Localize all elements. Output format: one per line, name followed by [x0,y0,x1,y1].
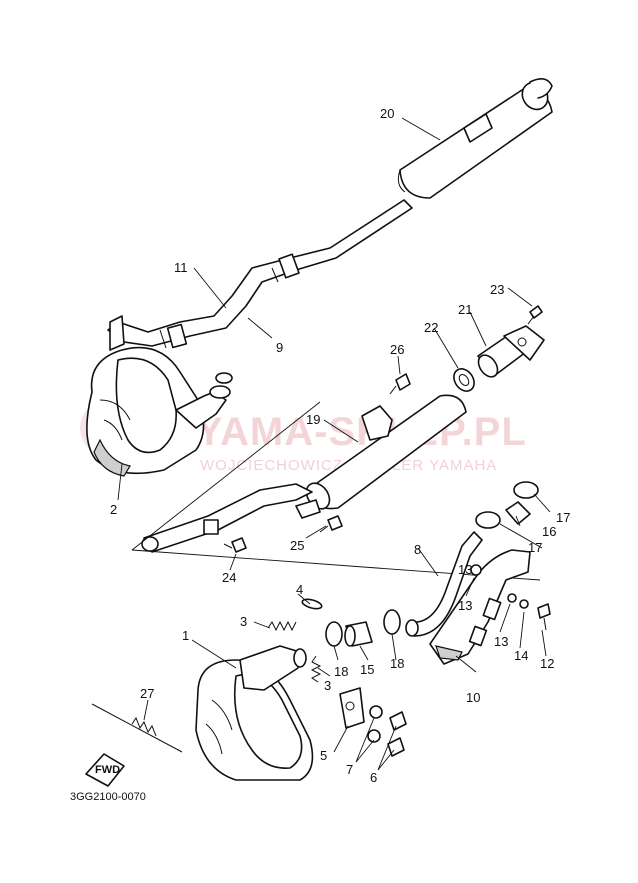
callout-23: 23 [490,282,504,297]
callout-14: 14 [514,648,528,663]
callout-27: 27 [140,686,154,701]
leader-lines [117,117,551,771]
washers-7 [367,705,383,743]
spring-27 [91,703,183,753]
pipe-21 [477,325,545,378]
springs-3 [267,620,322,683]
washers-13-14 [470,564,529,609]
callout-18a: 18 [334,664,348,679]
clamp-18-left [325,621,343,647]
joint-15 [344,621,373,647]
callout-2: 2 [110,502,117,517]
callout-1: 1 [182,628,189,643]
callout-3a: 3 [240,614,247,629]
callout-13c: 13 [494,634,508,649]
callout-18b: 18 [390,656,404,671]
callout-21: 21 [458,302,472,317]
callout-15: 15 [360,662,374,677]
exhaust-chamber-2 [86,346,233,477]
bolt-24 [223,537,247,553]
callout-13b: 13 [458,598,472,613]
fwd-label: FWD [95,764,120,776]
callout-9: 9 [276,340,283,355]
callout-6: 6 [370,770,377,785]
watermark-main: YAMA-SKLEP.PL [196,410,527,454]
bolt-23 [527,305,543,325]
exhaust-pipe-11 [107,199,413,351]
gasket-22 [453,368,475,392]
pipe-8 [405,531,483,637]
callout-20: 20 [380,106,394,121]
callout-22: 22 [424,320,438,335]
callout-24: 24 [222,570,236,585]
callout-8: 8 [414,542,421,557]
exhaust-chamber-1 [195,645,314,781]
clamps-17 [475,481,539,529]
callout-13a: 13 [458,562,472,577]
silencer-19 [141,394,467,553]
silencer-20 [397,78,553,199]
callout-4: 4 [296,582,303,597]
callout-16: 16 [542,524,556,539]
callout-5: 5 [320,748,327,763]
callout-25: 25 [290,538,304,553]
bolt-12 [537,603,551,631]
bolts-6 [387,711,407,757]
callout-12: 12 [540,656,554,671]
clamp-18-right [383,609,401,635]
callout-17b: 17 [528,540,542,555]
callout-26: 26 [390,342,404,357]
callouts: 20 11 9 2 19 23 21 22 26 25 24 17 16 17 … [110,106,570,785]
callout-10: 10 [466,690,480,705]
callout-3b: 3 [324,678,331,693]
bracket-5 [339,687,365,729]
bolt-26 [389,373,411,395]
fwd-arrow-icon: FWD [85,753,125,787]
callout-7: 7 [346,762,353,777]
sleeve-16 [505,501,531,525]
watermark: YAMA-SKLEP.PL WOJCIECHOWICZ | DEALER YAM… [80,400,527,474]
callout-11: 11 [174,260,188,275]
callout-19: 19 [306,412,320,427]
bolt-25 [319,515,343,533]
figure-code: 3GG2100-0070 [70,791,146,803]
callout-17a: 17 [556,510,570,525]
